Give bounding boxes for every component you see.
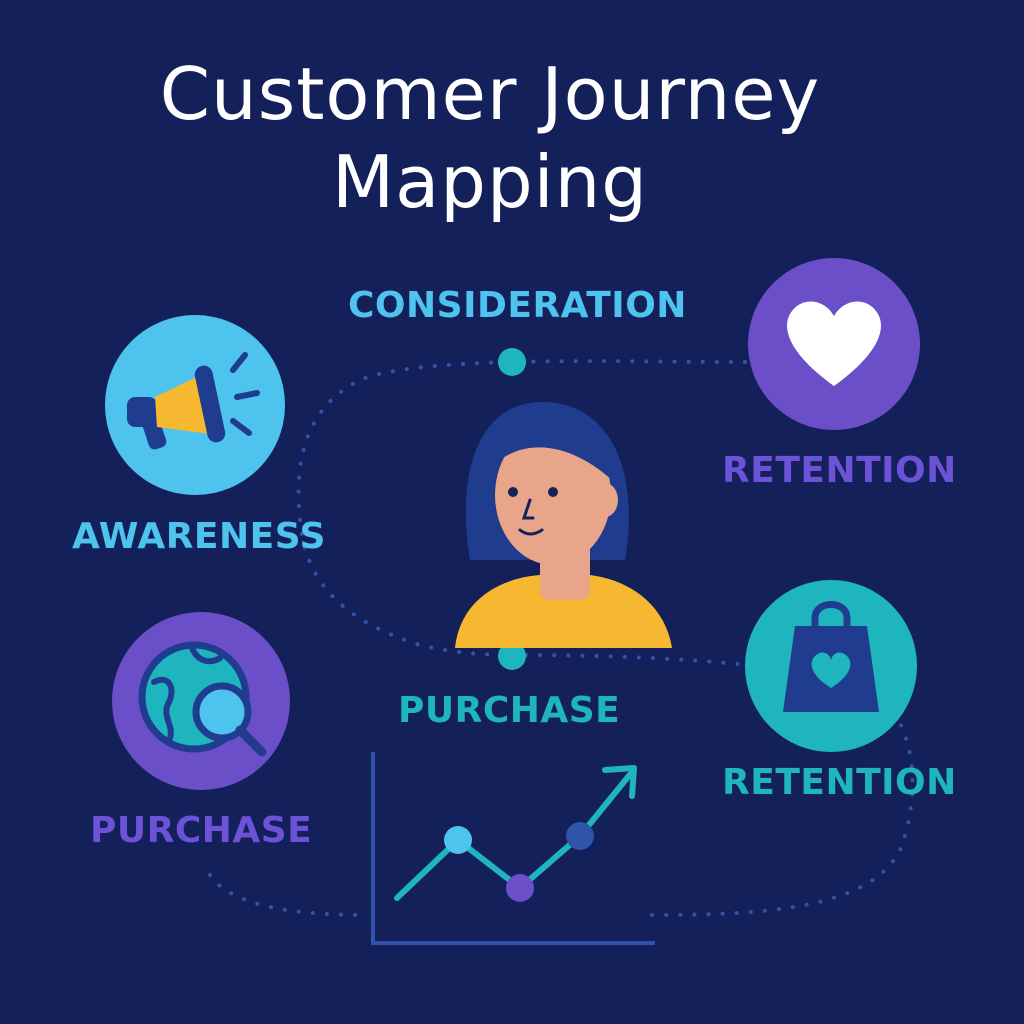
title-line-1: Customer Journey (159, 52, 821, 136)
purchase-left-circle (112, 612, 290, 790)
shopping-bag-icon (783, 601, 879, 712)
consideration-node (498, 348, 526, 376)
retention-bottom-circle (745, 580, 917, 752)
heart-icon (787, 301, 881, 386)
globe-search-icon (138, 641, 267, 757)
megaphone-icon (127, 352, 260, 450)
retention-bottom-label: RETENTION (722, 762, 957, 803)
title-line-2: Mapping (332, 140, 648, 224)
purchase-center-label: PURCHASE (398, 690, 621, 731)
retention-top-label: RETENTION (722, 450, 957, 491)
retention-top-circle (748, 258, 920, 430)
purchase-left-label: PURCHASE (90, 810, 313, 851)
purchase-node (498, 642, 526, 670)
awareness-circle (105, 315, 285, 495)
page-title: Customer Journey Mapping (0, 50, 980, 226)
consideration-label: CONSIDERATION (348, 285, 687, 326)
awareness-label: AWARENESS (72, 516, 326, 557)
